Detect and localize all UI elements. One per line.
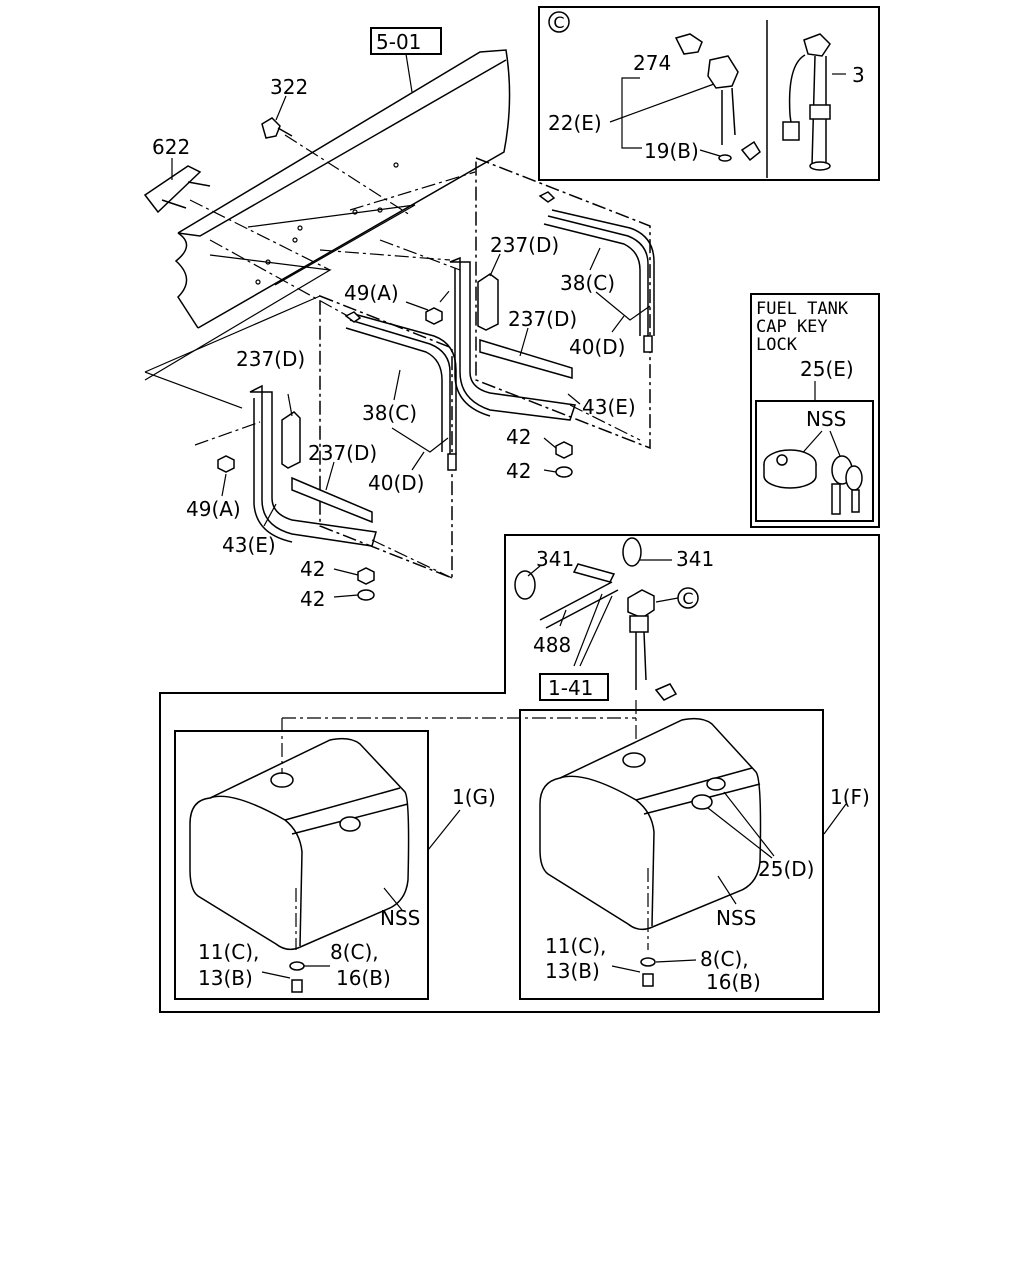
label-237d-front-1: 237(D) xyxy=(236,347,305,371)
harness-ref-label: 1-41 xyxy=(548,676,593,700)
label-40d-rear: 40(D) xyxy=(569,335,625,359)
key-drawing xyxy=(831,455,863,515)
label-49a-rear: 49(A) xyxy=(344,281,399,305)
label-237d-rear-1: 237(D) xyxy=(490,233,559,257)
frame-rail-drawing: 5-01 xyxy=(144,27,511,381)
label-42-front-2: 42 xyxy=(300,587,325,611)
label-13b-left: 13(B) xyxy=(198,966,253,990)
bolt-322-drawing xyxy=(261,117,293,139)
nut-49a-rear xyxy=(425,307,443,325)
plate-622-drawing xyxy=(143,165,211,214)
front-bracket-drawing xyxy=(144,294,457,580)
label-8c-right: 8(C), xyxy=(700,947,749,971)
label-341-right: 341 xyxy=(676,547,714,571)
label-11c-left: 11(C), xyxy=(198,940,259,964)
label-43e-rear: 43(E) xyxy=(582,395,636,419)
nuts-42-rear xyxy=(555,441,573,478)
label-43e-front: 43(E) xyxy=(222,533,276,557)
label-237d-front-2: 237(D) xyxy=(308,441,377,465)
key-lock-panel: FUEL TANK CAP KEY LOCK 25(E) NSS xyxy=(750,293,880,528)
label-341-left: 341 xyxy=(536,547,574,571)
label-42-front-1: 42 xyxy=(300,557,325,581)
tank-left-frame xyxy=(174,730,429,1000)
label-19b: 19(B) xyxy=(644,139,699,163)
label-237d-rear-2: 237(D) xyxy=(508,307,577,331)
label-42-rear-2: 42 xyxy=(506,459,531,483)
nuts-42-front xyxy=(357,567,375,601)
nut-49a-front xyxy=(217,455,235,473)
label-38c-front: 38(C) xyxy=(362,401,417,425)
tank-right-drawing xyxy=(539,717,762,987)
label-322: 322 xyxy=(270,75,308,99)
tank-group-frame xyxy=(159,534,880,1013)
label-38c-rear: 38(C) xyxy=(560,271,615,295)
label-16b-right: 16(B) xyxy=(706,970,761,994)
fuel-gauge-unit-drawing xyxy=(674,33,761,162)
sender-unit-drawing xyxy=(782,33,831,171)
label-key-nss: NSS xyxy=(806,407,846,431)
detail-c-marker: C xyxy=(553,13,564,32)
label-1g: 1(G) xyxy=(452,785,496,809)
label-488: 488 xyxy=(533,633,571,657)
key-lock-title-2: CAP KEY xyxy=(756,317,828,337)
detail-c-marker-circle xyxy=(548,11,570,33)
label-49a-front: 49(A) xyxy=(186,497,241,521)
label-40d-front: 40(D) xyxy=(368,471,424,495)
detail-c-callout: C xyxy=(682,589,693,608)
tank-right-frame xyxy=(519,709,824,1000)
key-lock-title-1: FUEL TANK xyxy=(756,299,849,319)
label-3: 3 xyxy=(852,63,865,87)
label-22e: 22(E) xyxy=(548,111,602,135)
label-25e: 25(E) xyxy=(800,357,854,381)
label-16b-left: 16(B) xyxy=(336,966,391,990)
tank-left-drawing xyxy=(189,737,410,993)
breather-hose-drawing xyxy=(514,537,678,701)
label-622: 622 xyxy=(152,135,190,159)
label-42-rear-1: 42 xyxy=(506,425,531,449)
label-8c-left: 8(C), xyxy=(330,940,379,964)
key-lock-title-3: LOCK xyxy=(756,335,798,355)
label-nss-left: NSS xyxy=(380,906,420,930)
detail-c-panel: C 274 22(E) 19(B) 3 xyxy=(538,6,880,181)
label-1f: 1(F) xyxy=(830,785,870,809)
rear-bracket-drawing xyxy=(379,156,655,450)
label-274: 274 xyxy=(633,51,671,75)
label-13b-right: 13(B) xyxy=(545,959,600,983)
lock-cap-drawing xyxy=(763,449,817,489)
label-25d: 25(D) xyxy=(758,857,814,881)
label-11c-right: 11(C), xyxy=(545,934,606,958)
label-nss-right: NSS xyxy=(716,906,756,930)
frame-ref-label: 5-01 xyxy=(376,30,421,54)
